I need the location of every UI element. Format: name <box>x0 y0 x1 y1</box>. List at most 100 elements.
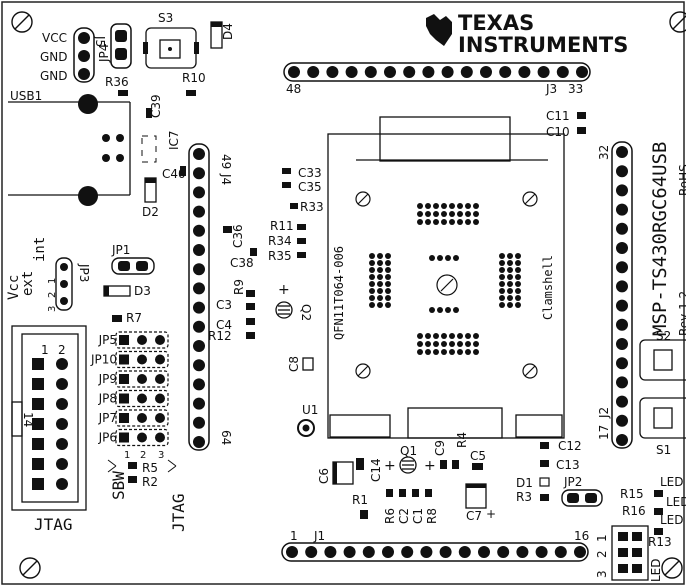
header-j2 <box>611 141 633 449</box>
r3-label: R3 <box>516 490 532 504</box>
header-j1 <box>281 542 589 562</box>
header-pin <box>193 436 205 448</box>
led-pin2: 2 <box>595 550 609 558</box>
socket-pad <box>465 333 471 339</box>
header-pin <box>616 414 628 427</box>
board-rohs: RoHS <box>677 164 686 196</box>
socket-screw-icons <box>355 191 538 379</box>
header-pin <box>362 546 375 558</box>
socket-pad <box>441 211 447 217</box>
mounting-hole-icon <box>669 11 686 33</box>
jumper-jp1 <box>111 257 155 275</box>
switch-s2 <box>639 339 686 381</box>
j3-label: J3 <box>545 82 557 96</box>
header-pin <box>616 395 628 408</box>
socket-pad <box>457 341 463 347</box>
header-pin <box>193 148 205 160</box>
jtag-connector <box>11 325 87 511</box>
socket-pad <box>425 211 431 217</box>
d3-label: D3 <box>134 284 151 298</box>
jumper-pin <box>119 354 129 365</box>
jtag-pin <box>32 478 44 490</box>
jtag-connector-label: JTAG <box>34 515 73 534</box>
socket-pad <box>385 267 391 273</box>
header-pin <box>384 66 396 78</box>
header-pin <box>324 546 337 558</box>
socket-pad <box>515 288 521 294</box>
c5-label: C5 <box>470 449 486 463</box>
r1-label: R1 <box>352 493 368 507</box>
r4-label: R4 <box>455 432 469 448</box>
socket-pad <box>473 219 479 225</box>
header-pin <box>286 546 298 558</box>
r36-label: R36 <box>105 75 129 89</box>
jp3-label: JP3 <box>77 263 91 282</box>
socket-pad <box>507 302 513 308</box>
header-pin <box>193 244 205 256</box>
led-label-1: LED <box>660 475 684 489</box>
jtag-pin <box>32 398 44 410</box>
socket-pad <box>377 274 383 280</box>
socket-pad <box>441 333 447 339</box>
socket-pad <box>429 307 435 313</box>
jtag-pin1: 1 <box>41 343 49 357</box>
socket-pad <box>449 341 455 347</box>
socket-pad <box>369 295 375 301</box>
header-pin <box>574 546 586 558</box>
header-pin <box>460 66 473 78</box>
jp-pin1: 1 <box>124 450 130 461</box>
socket-pad <box>429 255 435 261</box>
socket-pad <box>465 341 471 347</box>
jumper-jp4 <box>110 23 132 69</box>
socket-pad <box>445 255 451 261</box>
c1-label: C1 <box>411 508 425 524</box>
header-pin <box>307 66 320 78</box>
header-pin <box>616 203 628 216</box>
jumper-row <box>115 350 169 369</box>
j1-first-pin: 1 <box>290 529 298 543</box>
q2-label: Q2 <box>299 304 313 321</box>
header-pin <box>193 378 205 391</box>
socket-pad <box>515 274 521 280</box>
header-pin <box>193 416 205 429</box>
socket-pad <box>449 333 455 339</box>
socket-pad <box>433 211 439 217</box>
header-pin <box>556 66 569 78</box>
socket-pad <box>457 219 463 225</box>
r6-label: R6 <box>383 508 397 524</box>
socket-pad <box>441 203 447 209</box>
jumper-pin <box>119 393 129 404</box>
header-pin <box>401 546 414 558</box>
socket-pad <box>369 253 375 259</box>
socket-pad <box>385 274 391 280</box>
led-label-2: LED <box>666 495 686 509</box>
jumper-pin <box>155 374 165 384</box>
c2-label: C2 <box>397 508 411 524</box>
socket-pad <box>425 341 431 347</box>
socket-pad <box>385 288 391 294</box>
c33-label: C33 <box>298 166 322 180</box>
capacitor-c6 <box>332 461 354 485</box>
socket-pad <box>437 307 443 313</box>
socket-pad <box>465 219 471 225</box>
header-pin <box>193 359 205 372</box>
qfn-socket <box>327 116 565 439</box>
socket-pad <box>425 333 431 339</box>
socket-pad <box>369 302 375 308</box>
r11-label: R11 <box>270 219 294 233</box>
header-pin <box>193 263 205 276</box>
socket-pad <box>507 253 513 259</box>
usb1-label: USB1 <box>10 89 42 103</box>
socket-pad <box>377 253 383 259</box>
header-pin <box>616 318 628 331</box>
jumper-jp3 <box>55 257 73 311</box>
jumper-row <box>115 428 169 447</box>
r5-label: R5 <box>142 461 158 475</box>
jp-pin2: 2 <box>140 450 146 461</box>
c38-label: C38 <box>230 256 254 270</box>
socket-pad <box>515 302 521 308</box>
header-pin <box>193 320 205 333</box>
jtag-pin <box>56 418 68 430</box>
socket-pad <box>377 302 383 308</box>
header-pin <box>554 546 567 558</box>
